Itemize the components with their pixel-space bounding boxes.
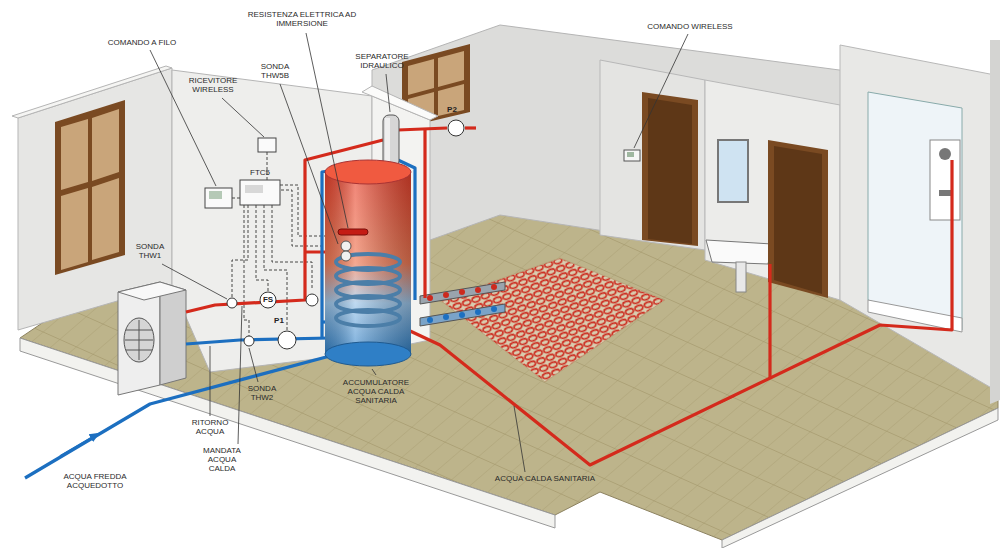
circle-outline [447, 119, 465, 137]
callout-label: SONDA THW1 [131, 242, 169, 260]
sensor-circle: P2 [447, 119, 465, 137]
pump-label: P2 [447, 106, 457, 114]
callout-label: ACCUMULATORE ACQUA CALDA SANITARIA [339, 378, 413, 406]
callout-label: ACQUA FREDDA ACQUEDOTTO [58, 472, 132, 490]
callout-label: RITORNO ACQUA [186, 418, 234, 436]
pump-label: P1 [274, 317, 284, 325]
callout-label: SONDA THW2 [242, 384, 282, 402]
callout-label: MANDATA ACQUA CALDA [197, 446, 247, 474]
manifold [420, 282, 505, 326]
callout-label: ACQUA CALDA SANITARIA [480, 474, 610, 483]
callout-label: COMANDO WIRELESS [640, 22, 740, 31]
callout-label: SEPARATORE IDRAULICO [350, 52, 414, 70]
callout-label: FTC5 [245, 168, 275, 177]
callout-label: SONDA THW5B [256, 62, 294, 80]
sensor-circle: P1 [277, 330, 297, 350]
sensor-circle: FS [259, 291, 277, 309]
pump-label: FS [263, 296, 273, 304]
callout-label: RICEVITORE WIRELESS [183, 76, 243, 94]
callout-label: COMANDO A FILO [97, 38, 187, 47]
callout-label: RESISTENZA ELETTRICA AD IMMERSIONE [244, 10, 360, 28]
circle-outline [277, 330, 297, 350]
